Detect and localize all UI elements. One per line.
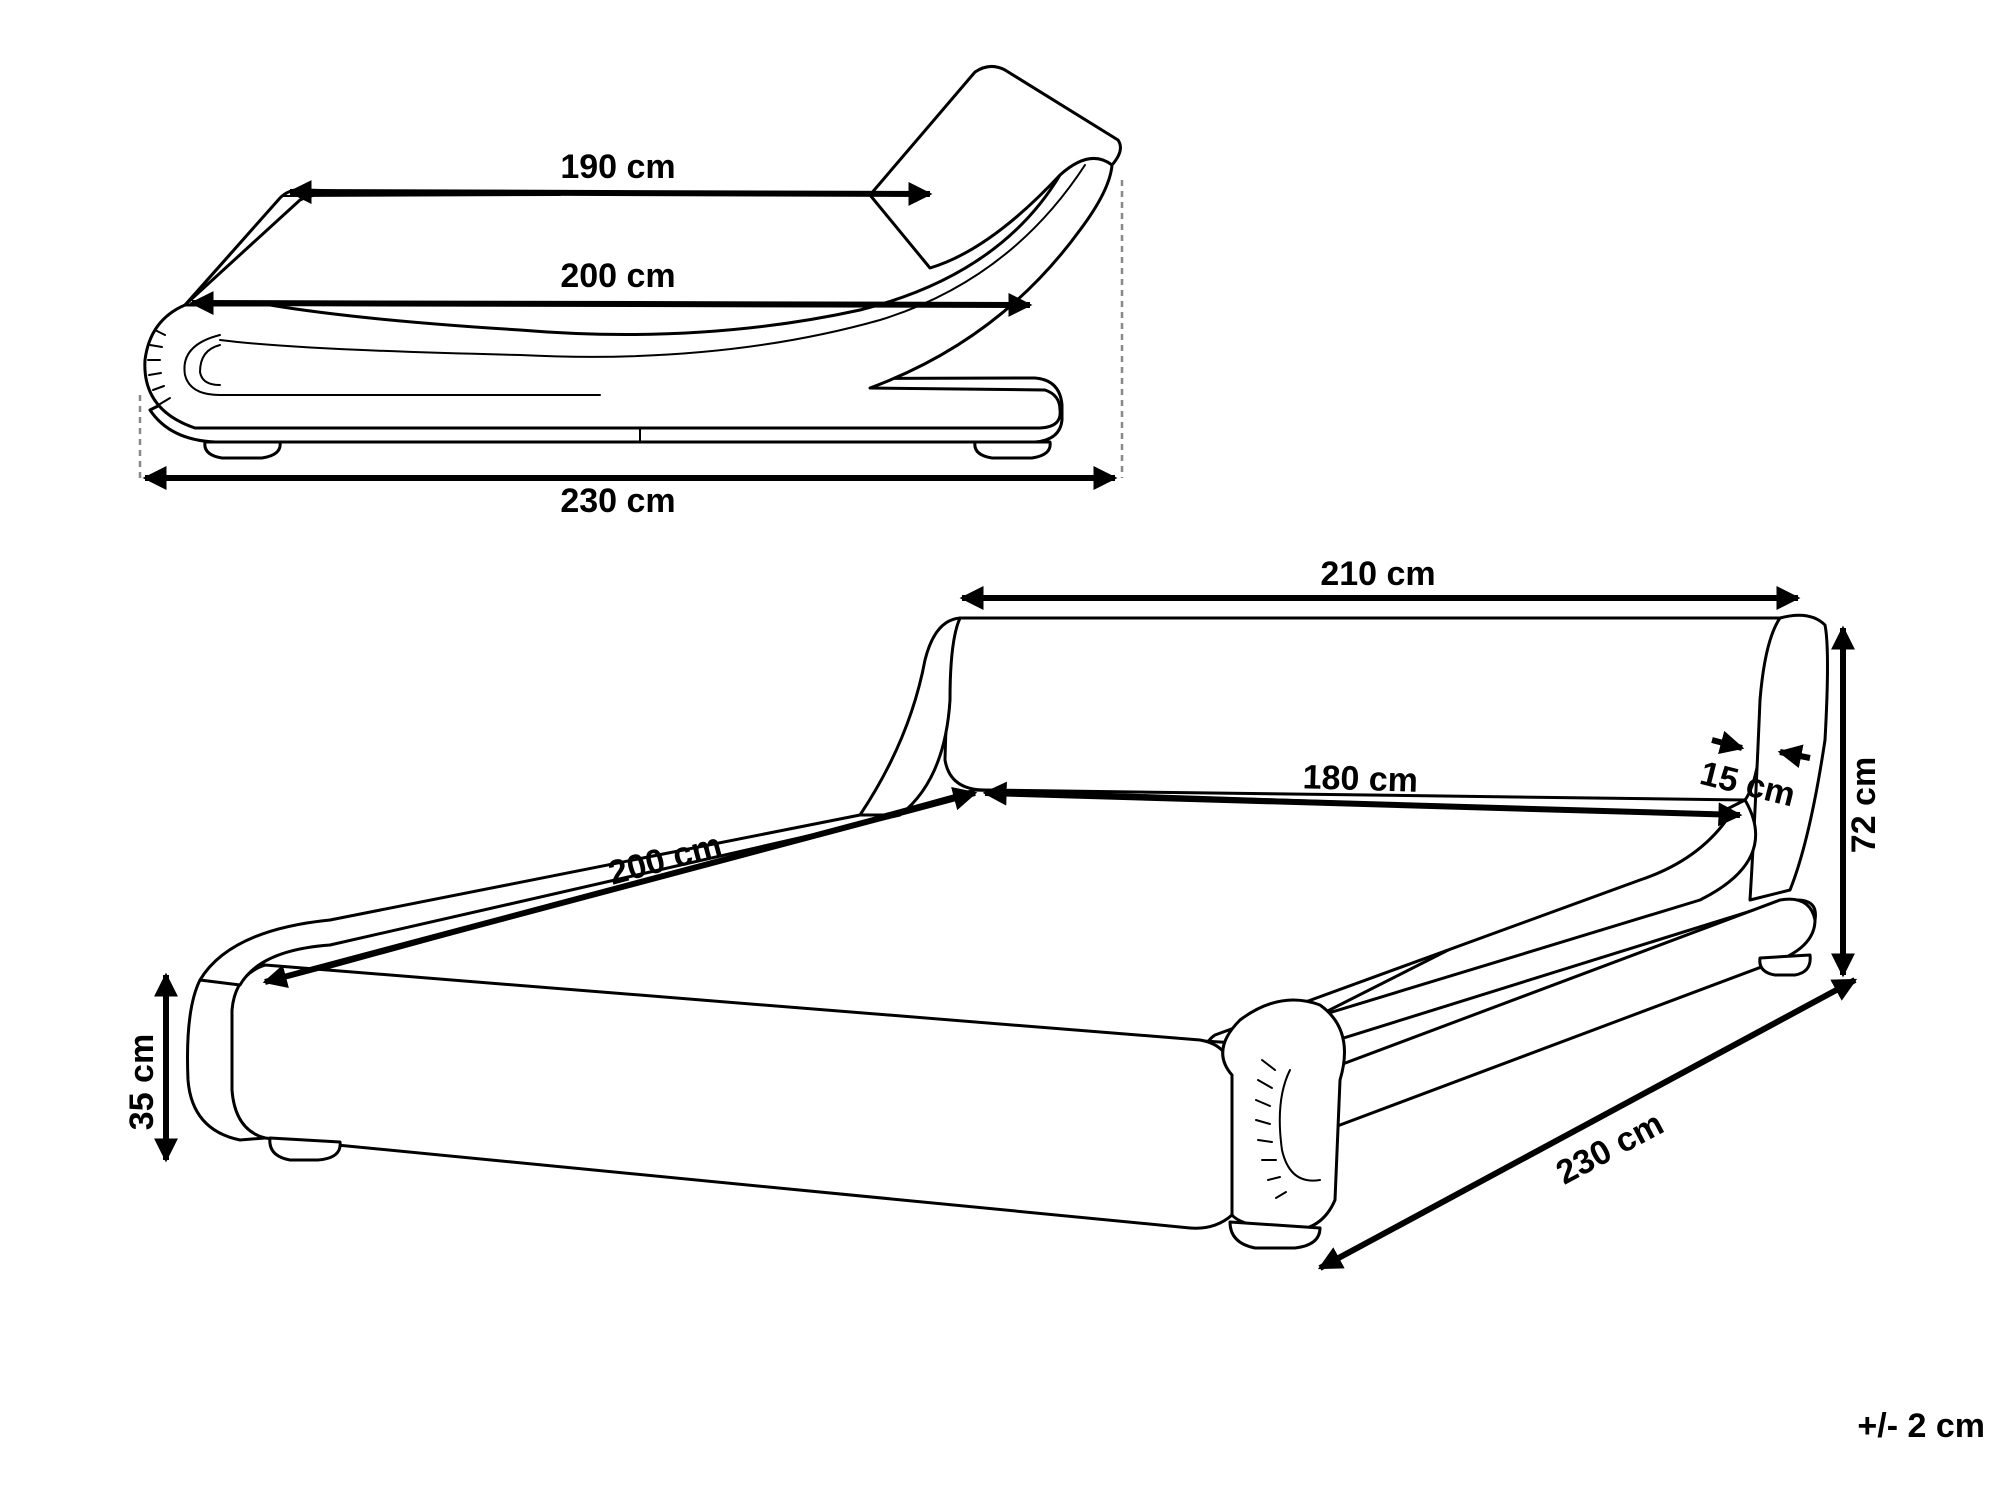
side-view-inner-length-line <box>287 180 933 206</box>
perspective-view: 210 cm 180 cm 15 cm 200 cm 72 cm 35 cm 2… <box>123 555 1883 1271</box>
perspective-foot-left <box>268 1136 342 1162</box>
tolerance-note: +/- 2 cm <box>1857 1407 1985 1445</box>
side-view-inner-length-label: 190 cm <box>560 148 675 186</box>
side-view-headboard <box>868 65 1122 270</box>
side-view-foot-left <box>203 440 282 460</box>
side-view: 190 cm 200 cm 230 cm <box>138 65 1124 520</box>
perspective-frame-thickness-arrow-right <box>1777 744 1811 769</box>
perspective-mattress-length-line <box>262 786 978 989</box>
side-view-foot-right <box>973 440 1052 460</box>
side-view-mattress-length-label: 200 cm <box>560 257 675 295</box>
perspective-foot-back-right <box>1758 953 1812 977</box>
perspective-right-scroll <box>1221 998 1346 1233</box>
perspective-frame-thickness-arrow-left <box>1711 730 1745 755</box>
perspective-total-height-label: 72 cm <box>1845 757 1883 853</box>
perspective-total-width-label: 210 cm <box>1320 555 1435 593</box>
perspective-headboard-left-arm <box>858 616 962 817</box>
perspective-side-height-label: 35 cm <box>123 1034 161 1130</box>
perspective-foot-front-right <box>1228 1220 1322 1250</box>
perspective-mattress-width-label: 180 cm <box>1302 758 1418 799</box>
perspective-mattress-width-line <box>982 781 1743 827</box>
side-view-mattress-top <box>183 188 372 307</box>
side-view-stitching <box>147 329 171 405</box>
side-view-mattress-length-line <box>189 291 1033 317</box>
perspective-stitching <box>1255 1059 1287 1199</box>
perspective-total-length-label: 230 cm <box>1550 1104 1670 1192</box>
perspective-total-length-line <box>1317 977 1858 1271</box>
side-view-total-length-label: 230 cm <box>560 482 675 520</box>
